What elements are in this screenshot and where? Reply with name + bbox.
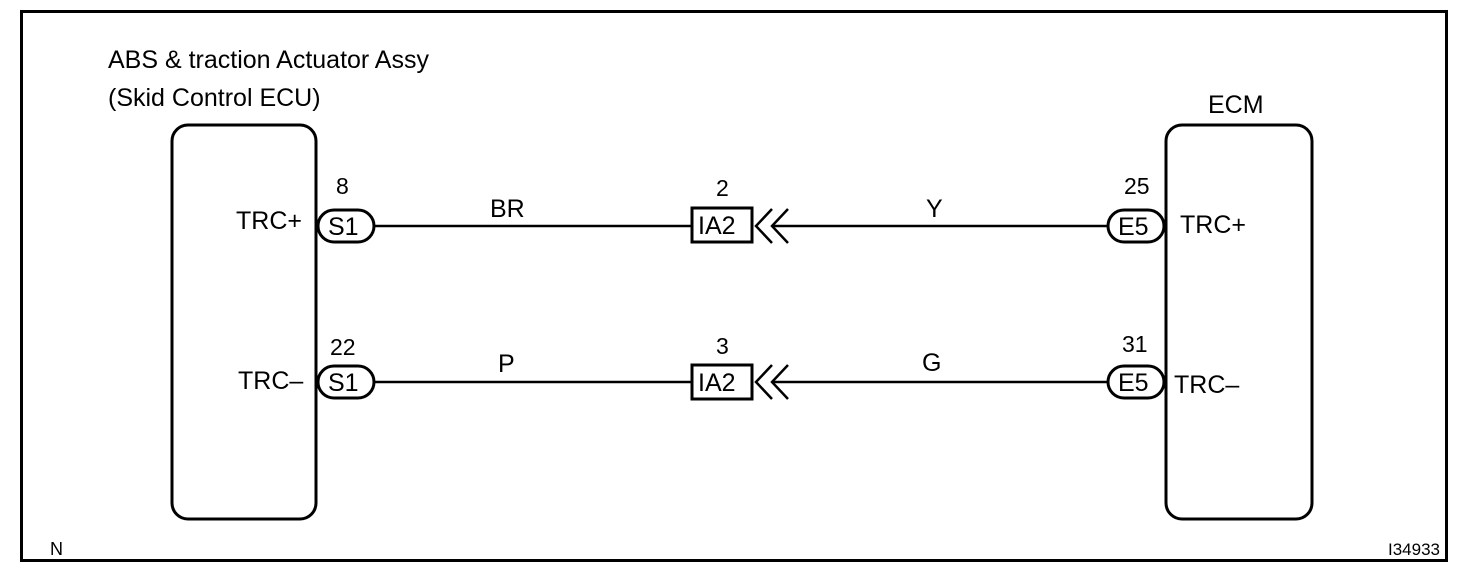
left-pin-label-trc-plus: TRC+ [236,207,302,235]
left-pin-number: 8 [336,173,349,199]
circuit-trc-minus: TRC– 22 S1 P 3 IA2 G 31 E5 TRC– [238,331,1239,401]
junction-connector-id: IA2 [698,212,736,240]
right-pin-number: 31 [1122,331,1148,357]
junction-connector-shape [690,206,754,244]
junction-pin-number: 3 [716,333,729,359]
left-component-subtitle: (Skid Control ECU) [108,84,321,112]
left-component-title: ABS & traction Actuator Assy [108,46,429,74]
right-connector-shape [1106,208,1166,244]
wire-color-left: P [498,350,515,378]
right-connector-shape [1106,364,1166,400]
left-connector-id: S1 [328,369,359,397]
wire-color-right: G [922,349,941,377]
left-pin-label-trc-minus: TRC– [238,367,303,395]
right-connector-id: E5 [1118,213,1149,241]
right-pin-number: 25 [1124,173,1150,199]
figure-id: I34933 [1388,540,1440,559]
junction-connector-shape [690,363,754,401]
wire-color-right: Y [926,195,943,223]
corner-label: N [50,539,63,559]
left-component-box [170,123,318,521]
right-connector-id: E5 [1118,369,1149,397]
right-pin-label-trc-minus: TRC– [1174,371,1239,399]
left-connector-id: S1 [328,213,359,241]
junction-connector-id: IA2 [698,369,736,397]
junction-pin-number: 2 [716,175,729,201]
wire-color-left: BR [490,195,525,223]
right-pin-label-trc-plus: TRC+ [1180,211,1246,239]
left-pin-number: 22 [330,334,356,360]
right-component-title: ECM [1208,91,1264,119]
circuit-trc-plus: TRC+ 8 S1 BR 2 IA2 Y 25 E5 TRC+ [236,173,1246,244]
right-component-box [1164,123,1314,521]
